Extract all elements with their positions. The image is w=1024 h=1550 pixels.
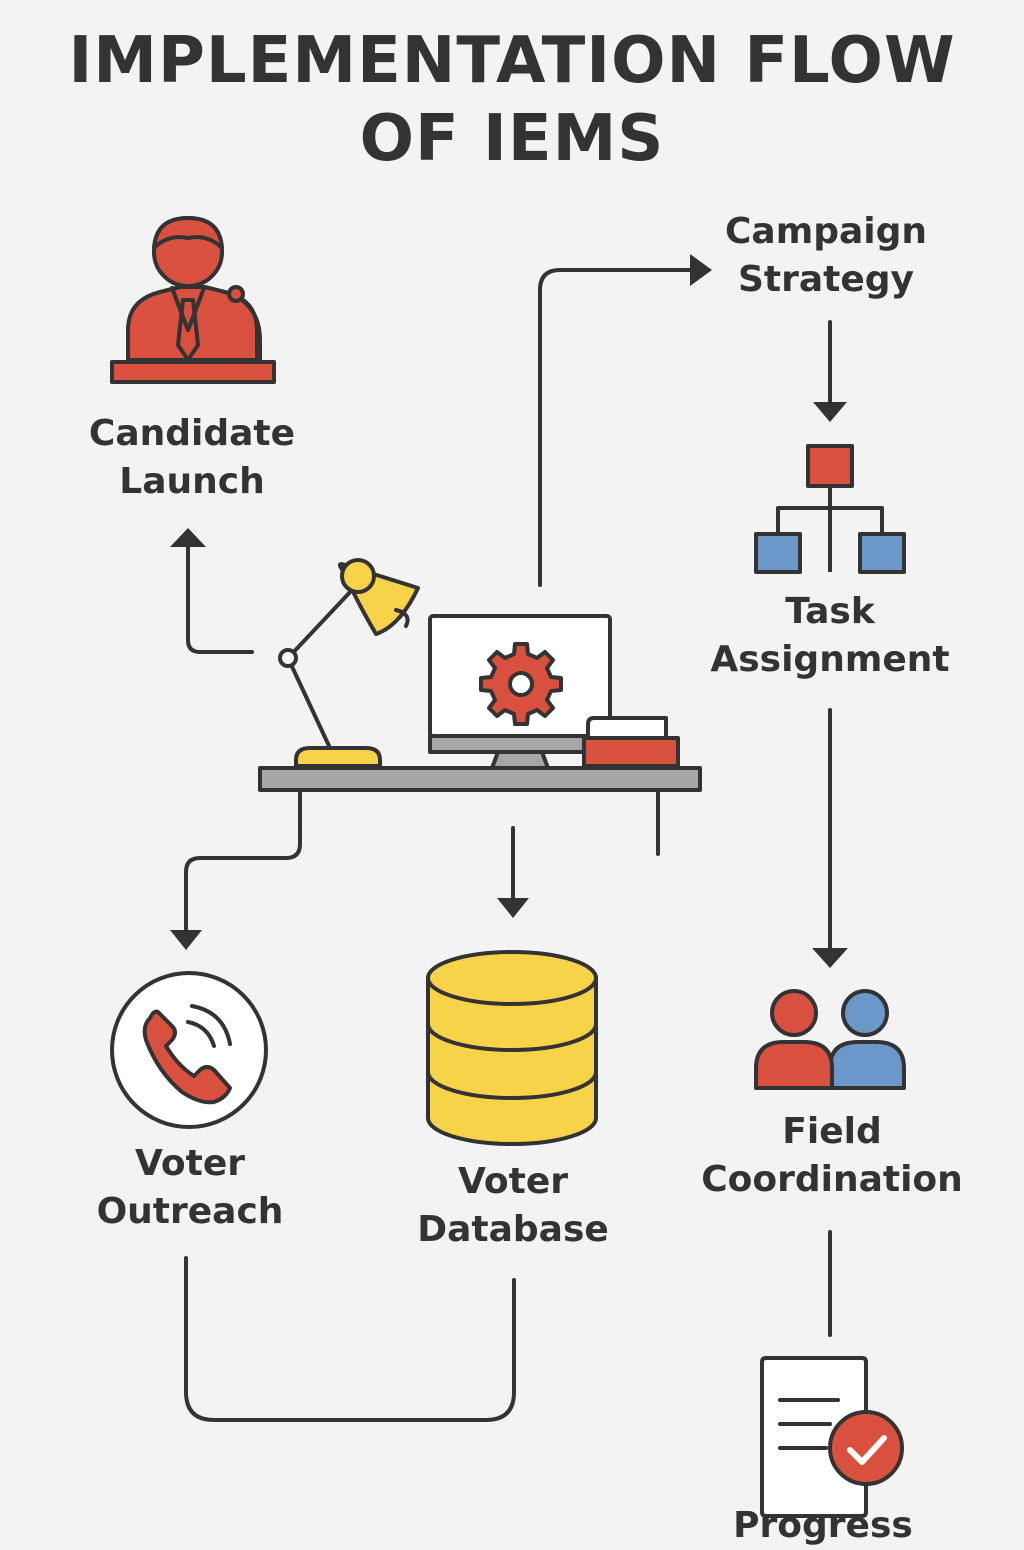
task-assignment-line-1: Task — [785, 591, 875, 632]
voter-outreach-line-2: Outreach — [96, 1191, 284, 1232]
node-task-assignment: Task Assignment — [690, 588, 970, 684]
node-voter-outreach: Voter Outreach — [60, 1140, 320, 1236]
campaign-strategy-line-2: Strategy — [737, 259, 915, 300]
arrowhead-task-assignment — [813, 402, 847, 422]
candidate-at-podium-icon — [110, 216, 276, 384]
database-icon — [426, 950, 598, 1146]
arrowhead-voter-database — [497, 898, 529, 918]
page-title: IMPLEMENTATION FLOW OF IEMS — [0, 22, 1024, 178]
arrow-hub-to-candidate-launch — [186, 543, 254, 654]
voter-database-line-1: Voter — [457, 1161, 568, 1202]
two-people-icon — [754, 989, 906, 1090]
title-line-1: IMPLEMENTATION FLOW — [68, 24, 956, 98]
lamp-icon — [294, 746, 382, 768]
phone-call-icon — [110, 971, 268, 1129]
progress-line-1: Progress — [733, 1505, 913, 1546]
arrowhead-candidate-launch — [170, 528, 206, 547]
voter-database-line-2: Database — [417, 1209, 609, 1250]
node-campaign-strategy: Campaign Strategy — [696, 208, 956, 304]
connectors — [184, 268, 832, 1422]
arrow-hub-to-outreach — [184, 790, 302, 932]
checked-document-icon — [760, 1356, 904, 1518]
campaign-strategy-line-1: Campaign — [724, 211, 928, 252]
org-chart-icon — [754, 444, 906, 574]
node-field-coordination: Field Coordination — [690, 1108, 974, 1204]
line-outreach-database-loop — [184, 1256, 516, 1422]
gear-icon — [479, 642, 563, 726]
field-coordination-line-2: Coordination — [701, 1159, 963, 1200]
books-icon — [582, 716, 680, 768]
voter-outreach-line-1: Voter — [134, 1143, 245, 1184]
field-coordination-line-1: Field — [782, 1111, 882, 1152]
candidate-launch-line-1: Candidate — [88, 413, 296, 454]
title-line-2: OF IEMS — [359, 102, 665, 176]
node-progress: Progress — [700, 1502, 946, 1550]
task-assignment-line-2: Assignment — [710, 639, 950, 680]
candidate-launch-line-2: Launch — [119, 461, 265, 502]
node-voter-database: Voter Database — [392, 1158, 634, 1254]
node-candidate-launch: Candidate Launch — [72, 410, 312, 506]
arrow-hub-to-campaign-strategy — [538, 268, 692, 587]
arrowhead-campaign-strategy — [690, 254, 712, 286]
arrowheads — [170, 254, 848, 968]
arrowhead-voter-outreach — [170, 930, 202, 950]
desk-with-computer-icon — [258, 558, 702, 856]
arrowhead-field-coordination — [812, 948, 848, 968]
